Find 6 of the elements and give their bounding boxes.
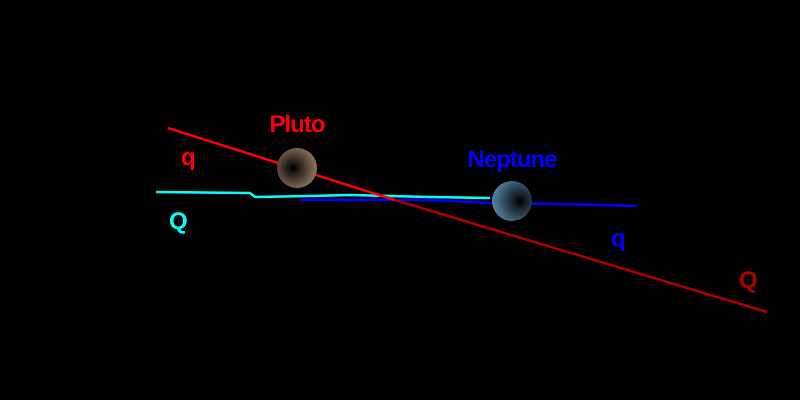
orbit-distance-label: q xyxy=(611,227,625,251)
orbit-distance-label: Q xyxy=(739,269,757,293)
planet-name: Pluto xyxy=(270,113,324,137)
planet-name: Neptune xyxy=(468,148,556,172)
orbit-distance-label: q xyxy=(181,146,195,170)
orbit-distance-label: Q xyxy=(169,210,187,234)
